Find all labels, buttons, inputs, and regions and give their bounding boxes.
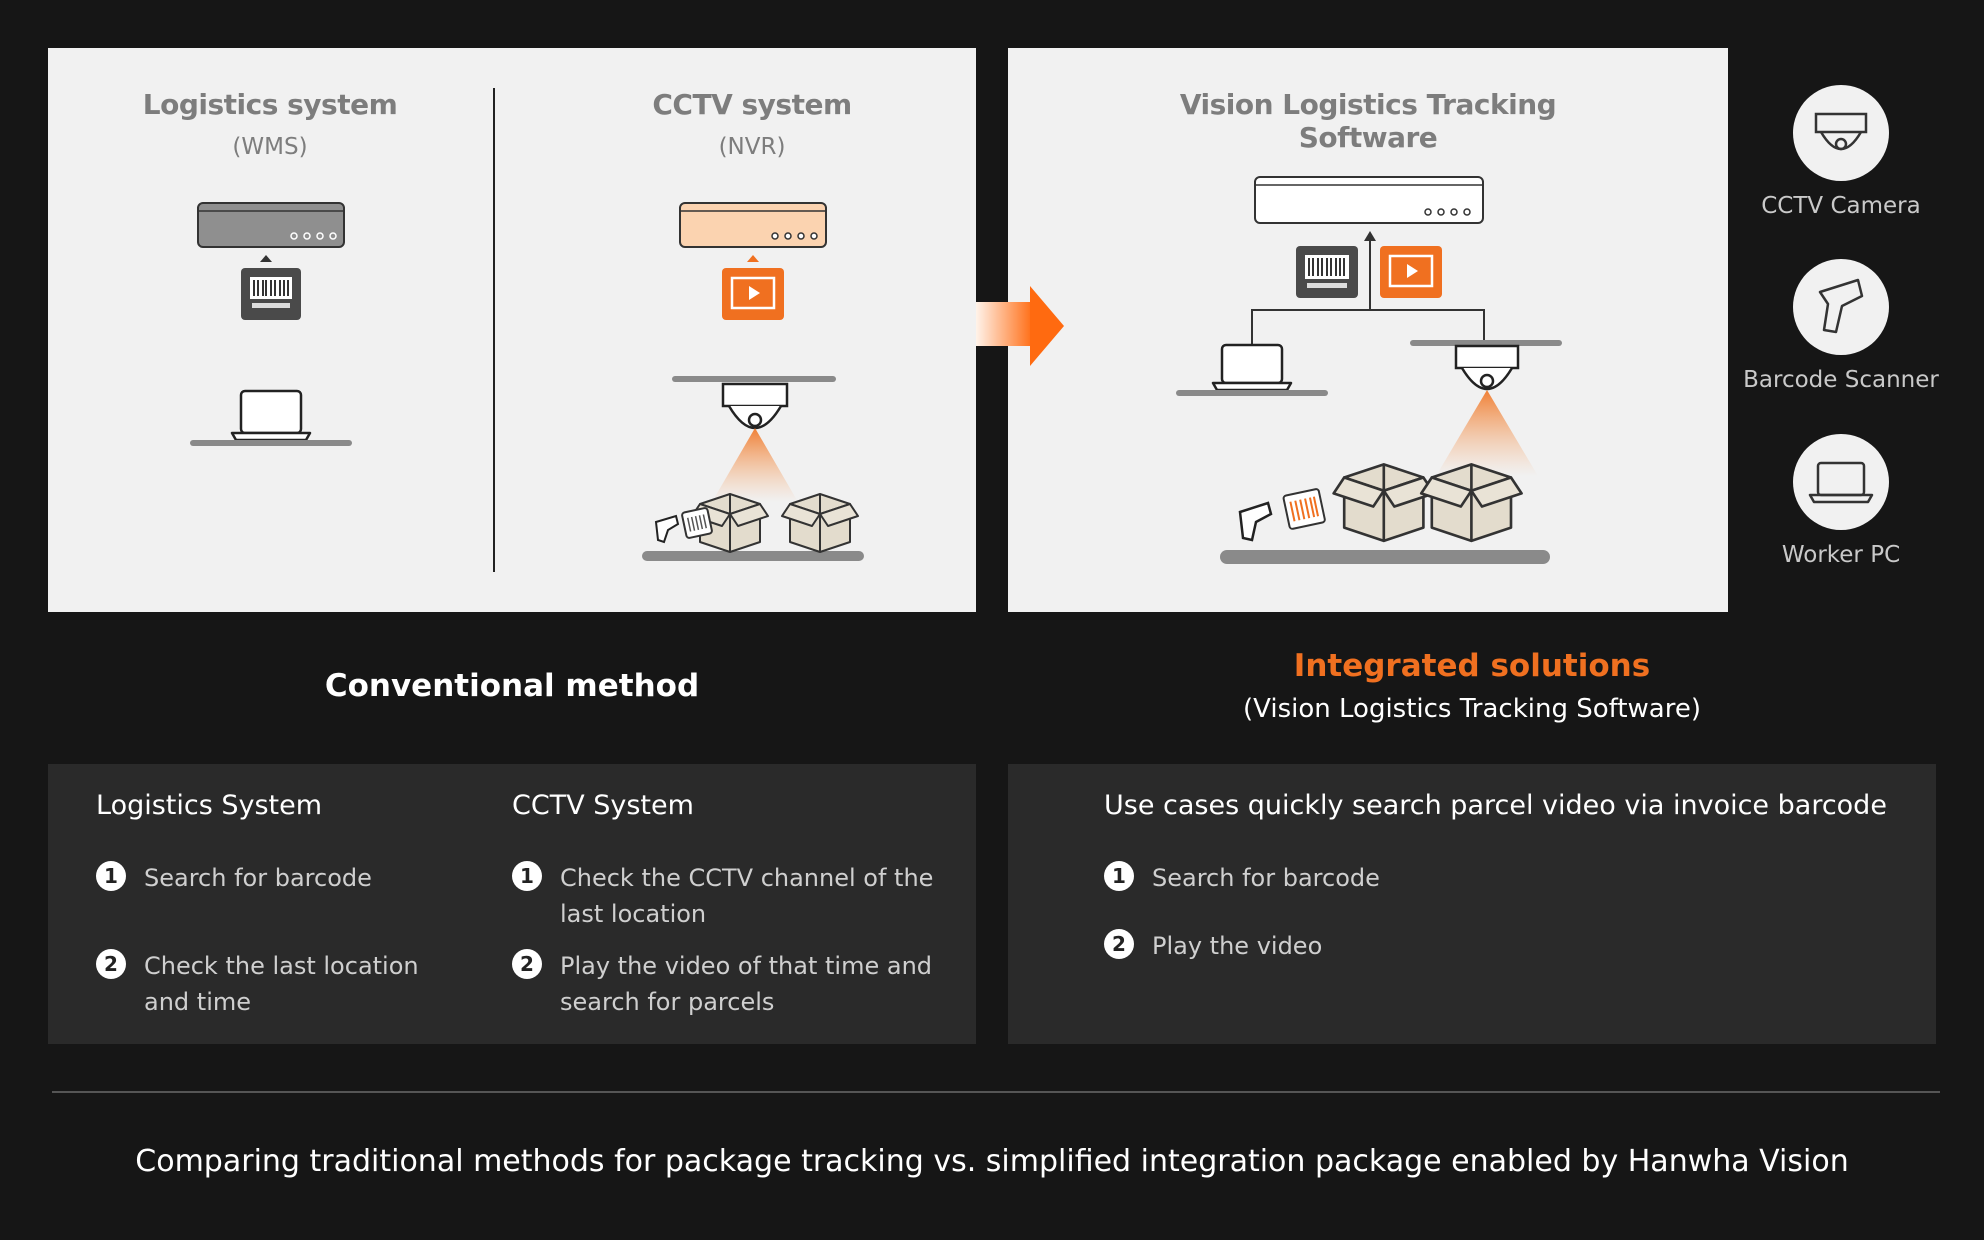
cctv-camera-icon	[1814, 112, 1868, 151]
logistics-step-1: Search for barcode	[144, 864, 372, 892]
legend-circle-pc	[1793, 434, 1889, 530]
logistics-system-title: Logistics system	[142, 88, 398, 121]
integrated-laptop-icon	[1211, 343, 1293, 392]
integrated-scanner-icon	[1238, 501, 1273, 542]
integrated-server-icon	[1254, 176, 1484, 224]
cctv-system-subtitle: (NVR)	[718, 134, 786, 160]
worker-laptop-icon	[230, 389, 312, 442]
transition-arrow-icon	[976, 286, 1064, 366]
legend-label-cctv: CCTV Camera	[1761, 193, 1921, 219]
integrated-cctv-camera-icon	[1454, 344, 1520, 391]
small-barcode-scanner-icon	[654, 514, 680, 544]
nvr-server-icon	[679, 202, 827, 248]
step-number: 2	[96, 949, 126, 979]
logistics-box-title: Logistics System	[96, 790, 323, 821]
legend-label-pc: Worker PC	[1781, 542, 1901, 568]
step-number: 1	[96, 861, 126, 891]
barcode-scanner-icon	[1818, 278, 1864, 334]
wms-server-icon	[197, 202, 345, 248]
logistics-system-subtitle: (WMS)	[232, 134, 308, 160]
footer-caption: Comparing traditional methods for packag…	[135, 1144, 1849, 1179]
video-play-icon	[722, 268, 784, 320]
integrated-barcode-label-icon	[1282, 488, 1326, 530]
step-number: 2	[1104, 929, 1134, 959]
conventional-method-caption: Conventional method	[324, 668, 700, 704]
cctv-system-title: CCTV system	[652, 88, 852, 121]
legend-label-scanner: Barcode Scanner	[1743, 367, 1939, 393]
integrated-steps-box	[1008, 764, 1936, 1044]
integrated-solutions-caption: Integrated solutions	[1293, 648, 1651, 684]
integrated-barcode-icon	[1296, 246, 1358, 298]
cctv-box-title: CCTV System	[512, 790, 694, 821]
integrated-solutions-subcaption: (Vision Logistics Tracking Software)	[1243, 694, 1701, 724]
barcode-icon	[241, 268, 301, 320]
worker-pc-icon	[1808, 461, 1874, 504]
integrated-step-2: Play the video	[1152, 932, 1323, 960]
integrated-video-icon	[1380, 246, 1442, 298]
step-number: 1	[512, 861, 542, 891]
step-number: 2	[512, 949, 542, 979]
integrated-step-1: Search for barcode	[1152, 864, 1380, 892]
integrated-box-title: Use cases quickly search parcel video vi…	[1104, 790, 1887, 821]
conventional-steps-box	[48, 764, 976, 1044]
step-number: 1	[1104, 861, 1134, 891]
small-barcode-label-icon	[681, 507, 713, 539]
vision-software-title: Vision Logistics Tracking Software	[1179, 88, 1557, 154]
cctv-dome-camera-icon	[721, 382, 789, 430]
